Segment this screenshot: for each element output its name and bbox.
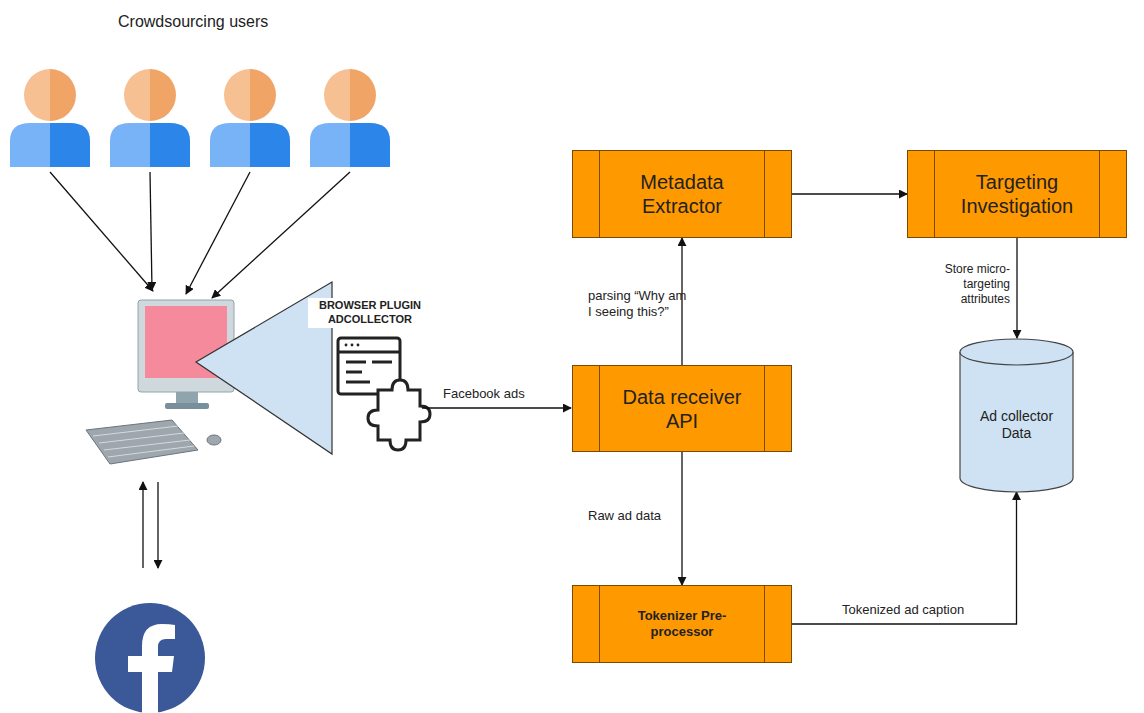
process-box: Metadata Extractor — [572, 150, 792, 238]
cylinder-body — [960, 352, 1073, 492]
process-bar — [764, 151, 765, 237]
user-arrows — [50, 172, 350, 298]
edge-label: parsing “Why am I seeing this?” — [588, 288, 688, 321]
process-bar — [1099, 151, 1100, 237]
process-bar — [764, 366, 765, 451]
facebook-logo — [95, 603, 205, 713]
connector-arrow — [681, 452, 682, 585]
edge-label: Tokenized ad caption — [842, 602, 1002, 618]
user-icon — [310, 69, 390, 167]
user-icon — [110, 69, 190, 167]
user-icon — [210, 69, 290, 167]
edge-label: Raw ad data — [588, 508, 708, 524]
node-text: Data receiver API — [607, 385, 757, 433]
process-bar — [599, 151, 600, 237]
edge-label: Store micro-targeting attributes — [918, 262, 1010, 307]
connector-arrow — [792, 193, 907, 194]
process-bar — [599, 586, 600, 662]
plugin-arrow — [422, 407, 571, 408]
process-box: Tokenizer Pre-processor — [572, 585, 792, 663]
user-icon — [10, 69, 90, 167]
cylinder-top — [960, 339, 1073, 365]
node-text: Ad collector Data — [967, 408, 1066, 442]
text-label: Facebook ads — [443, 386, 553, 402]
plugin-icon — [338, 338, 430, 450]
text-label: Crowdsourcing users — [118, 12, 298, 32]
computer-icon — [86, 300, 234, 464]
node-text: Metadata Extractor — [607, 170, 757, 218]
connector-arrow — [792, 492, 1017, 624]
connector-arrow — [1016, 238, 1017, 338]
database-cylinder: Ad collector Data — [959, 338, 1074, 492]
facebook-arrows — [143, 482, 158, 568]
node-text: Tokenizer Pre-processor — [607, 608, 757, 639]
process-box: Targeting Investigation — [907, 150, 1127, 238]
node-text: Targeting Investigation — [942, 170, 1092, 218]
process-bar — [599, 366, 600, 451]
process-bar — [934, 151, 935, 237]
text-label: BROWSER PLUGIN ADCOLLECTOR — [308, 298, 432, 328]
process-box: Data receiver API — [572, 365, 792, 452]
process-bar — [764, 586, 765, 662]
